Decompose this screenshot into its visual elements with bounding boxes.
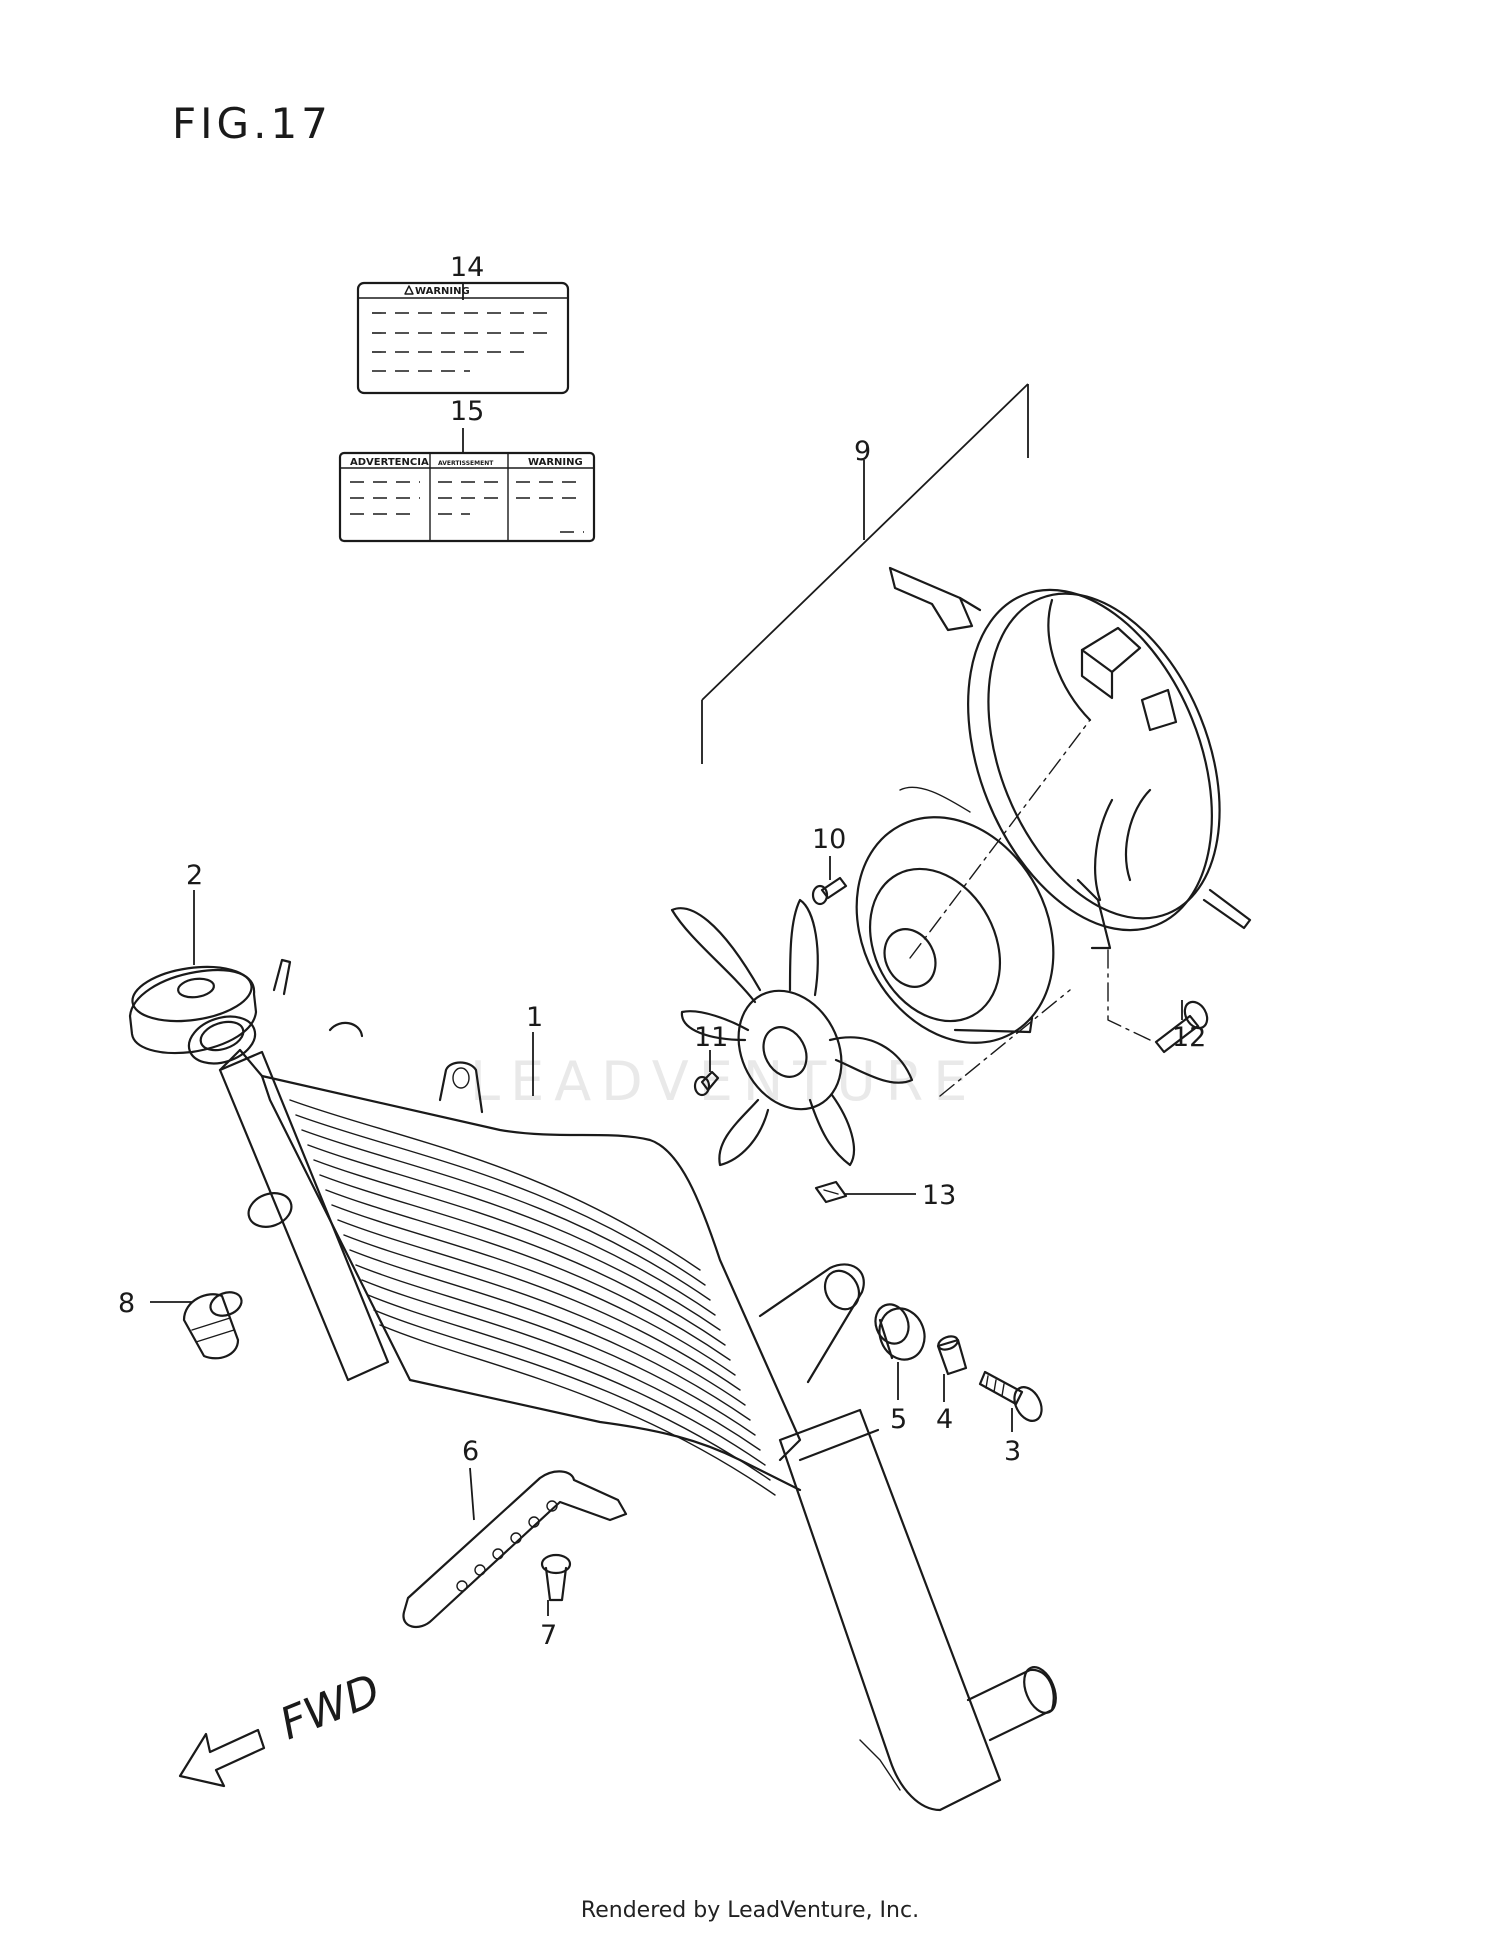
label-15-heading-es: ADVERTENCIA [350,457,429,468]
mounting-bolt [978,1370,1043,1422]
drain-plug [182,1291,243,1360]
stay-bracket [402,1470,628,1629]
callout-11: 11 [694,1022,728,1053]
label-15-heading-fr: AVERTISSEMENT [438,460,494,467]
label-14-heading: WARNING [415,286,470,297]
callout-5: 5 [890,1404,907,1435]
callout-8: 8 [118,1288,135,1319]
fan-blade [670,898,914,1167]
bracket-bolt [540,1553,572,1602]
footer-credit: Rendered by LeadVenture, Inc. [580,1898,920,1923]
forward-arrow-icon [178,1728,266,1788]
callout-labels: 14 15 9 10 2 1 11 12 13 8 5 4 3 6 7 [118,252,1206,1651]
callout-15: 15 [450,396,484,427]
callout-13: 13 [922,1180,956,1211]
callout-10: 10 [812,824,846,855]
watermark-text: LEADVENTURE [470,1050,977,1113]
fwd-label: FWD [273,1664,387,1750]
label-15-heading-en: WARNING [528,457,583,468]
assembly-group-bracket [701,383,1151,1097]
warning-label-15: ADVERTENCIA AVERTISSEMENT WARNING [338,451,596,543]
callout-14: 14 [450,252,484,283]
radiator-fins [289,1099,776,1496]
forward-direction-indicator: FWD [178,1664,387,1788]
screw-11 [693,1070,720,1097]
callout-6: 6 [462,1436,479,1467]
callout-4: 4 [936,1404,953,1435]
screw-12 [1154,1000,1209,1054]
radiator-cap [128,965,258,1055]
callout-3: 3 [1004,1436,1021,1467]
callout-7: 7 [540,1620,557,1651]
collar [936,1335,968,1376]
callout-2: 2 [186,860,203,891]
callout-leaders [150,284,1183,1616]
warning-label-14: WARNING [356,281,570,395]
screw-10 [811,876,848,906]
callout-1: 1 [526,1002,543,1033]
callout-12: 12 [1172,1022,1206,1053]
figure-title: FIG.17 [172,99,332,148]
nut-13 [814,1180,848,1204]
grommet [874,1303,926,1361]
fan-motor [855,786,1055,1044]
fan-shroud [888,566,1252,950]
callout-9: 9 [854,436,871,467]
radiator-core [187,958,1057,1812]
